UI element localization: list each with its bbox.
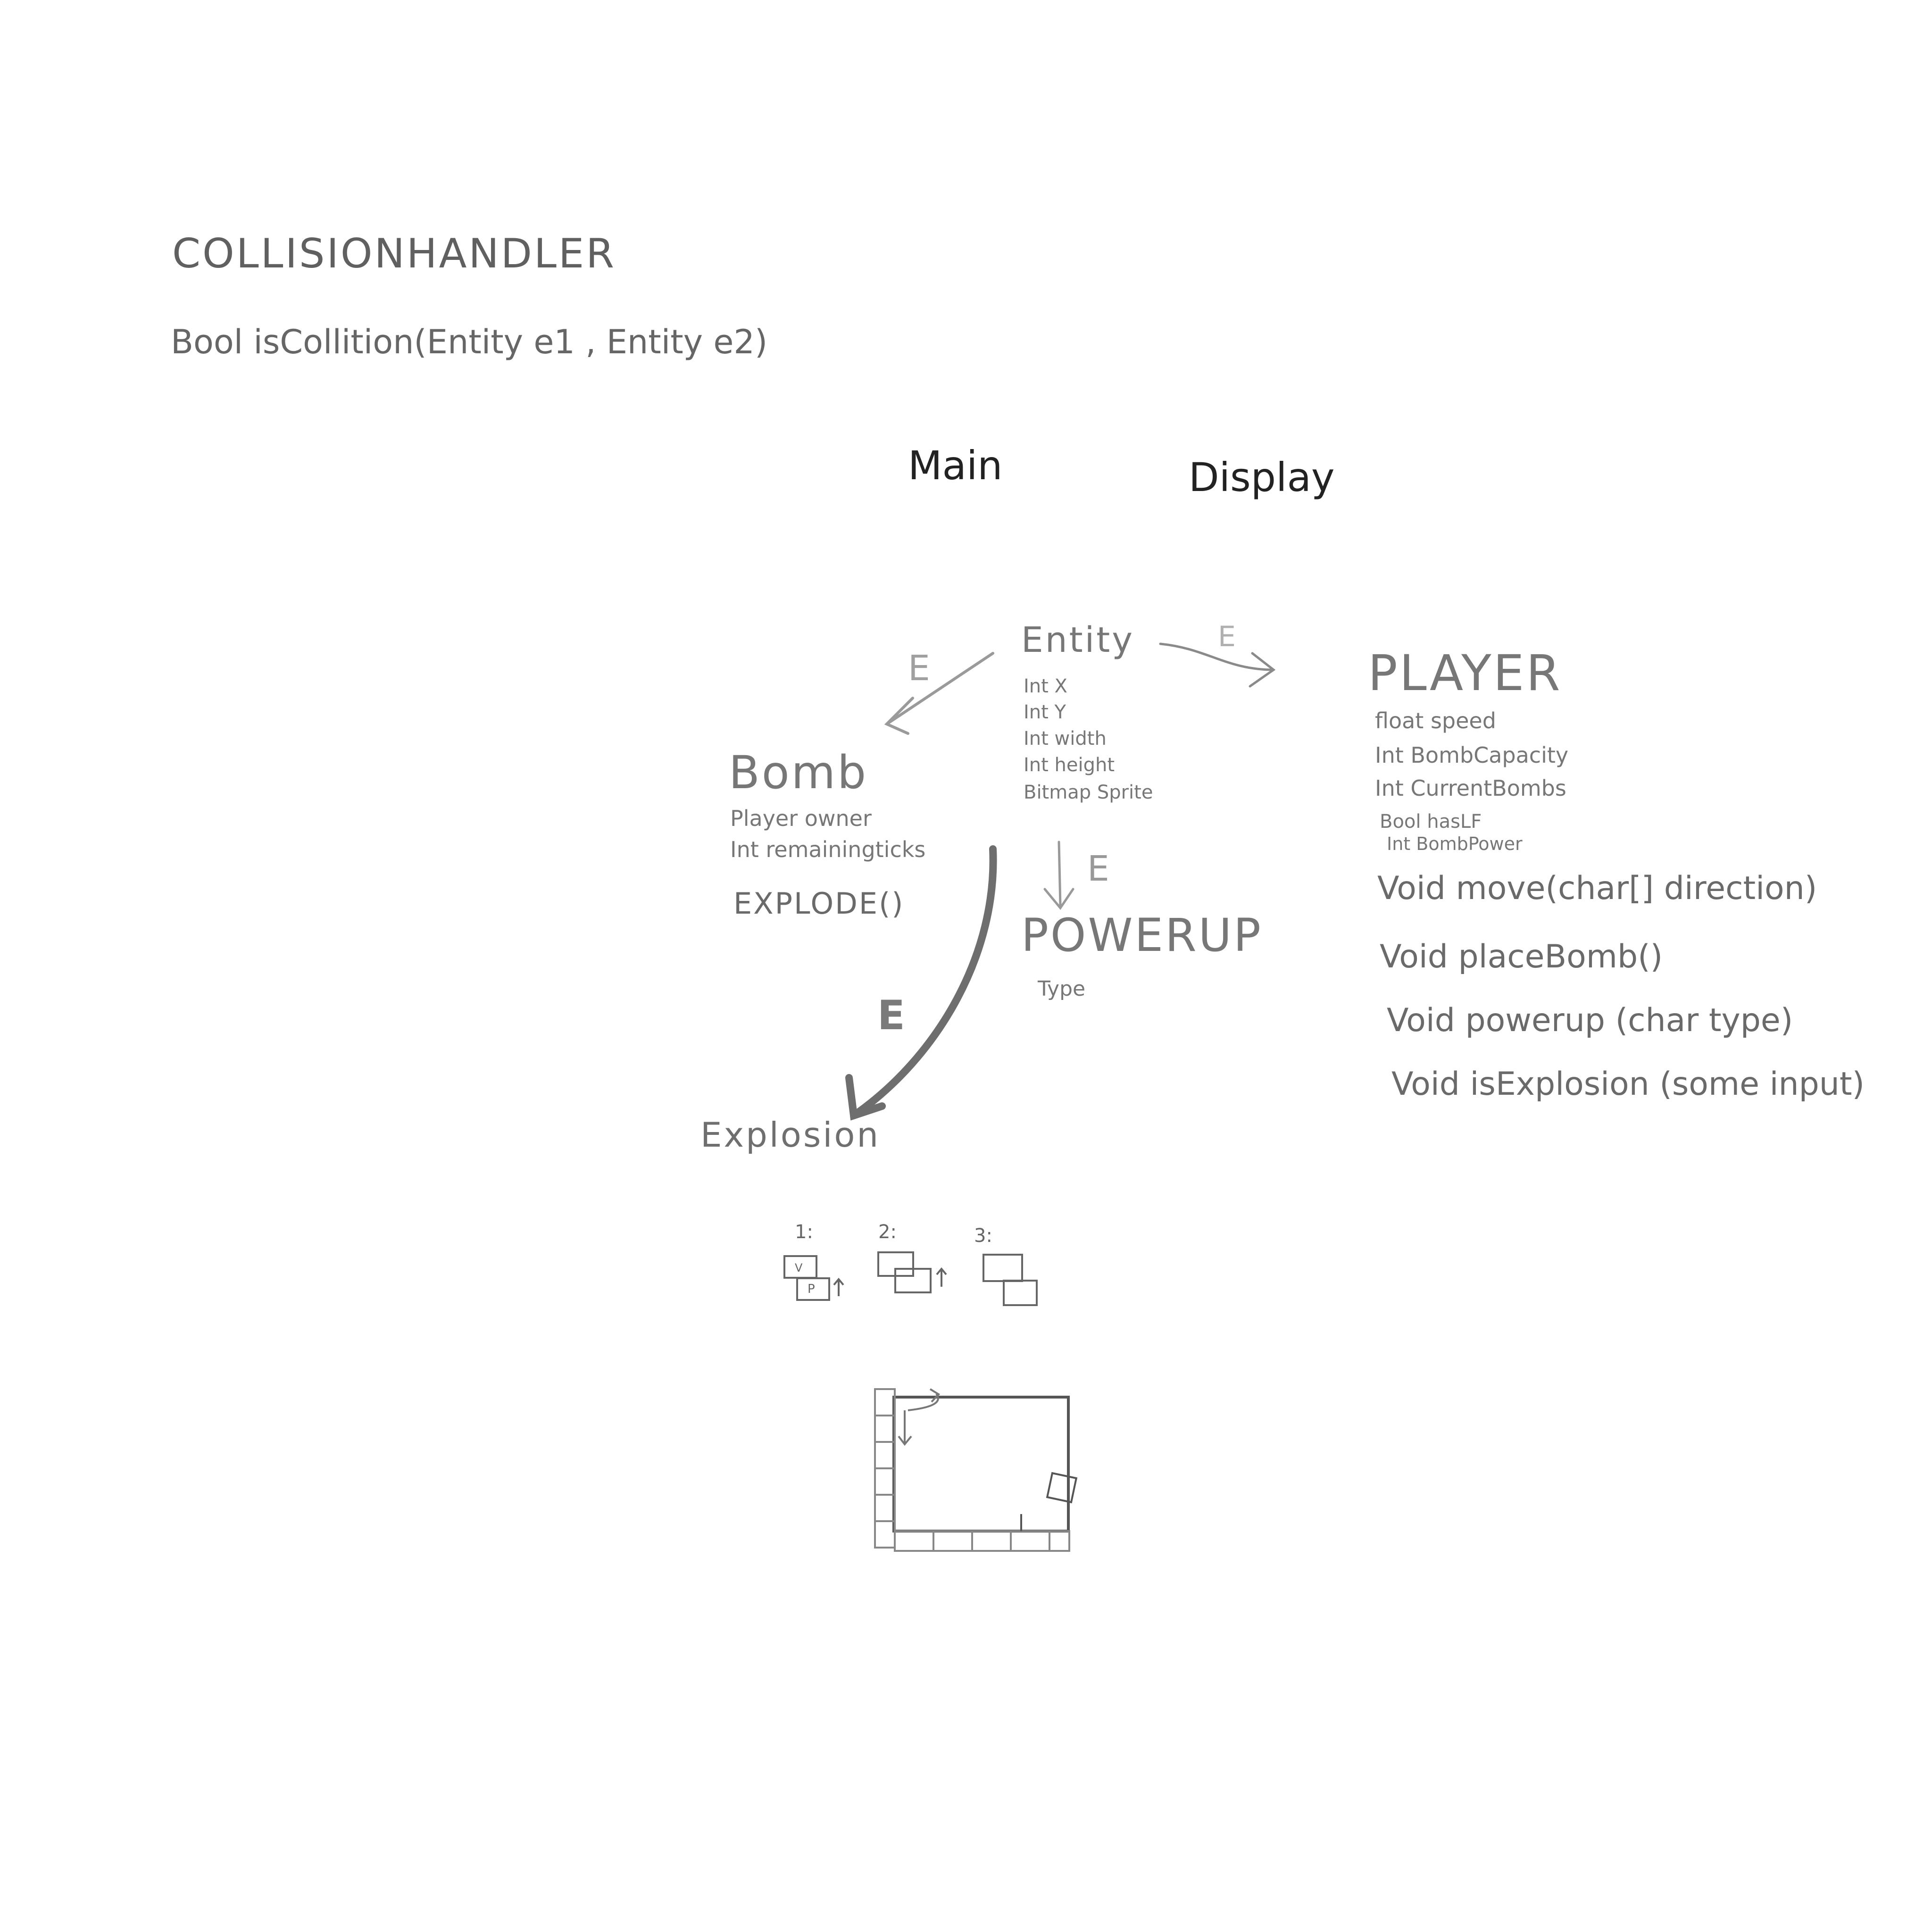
player-method: Void isExplosion (some input) [1391,1066,1865,1103]
arrow-entity-to-powerup [1043,841,1074,910]
player-field: Bool hasLF [1380,811,1482,833]
collision-signature: Bool isCollition(Entity e1 , Entity e2) [171,323,768,361]
powerup-title: POWERUP [1021,909,1263,962]
arrow-entity-to-player [1159,642,1276,688]
main-label: Main [908,442,1003,489]
collision-case1-box-top-letter: V [795,1261,803,1274]
explosion-title: Explosion [700,1115,881,1155]
collision-case-label: 2: [878,1221,897,1243]
collision-case-sketches [783,1251,1038,1306]
entity-title: Entity [1021,620,1135,660]
player-field: Int BombCapacity [1375,742,1569,768]
entity-field: Int height [1024,754,1115,776]
player-field: Int BombPower [1387,833,1523,854]
bomb-field: Player owner [730,806,872,831]
player-field: float speed [1375,708,1496,733]
bomb-field: Int remainingticks [730,837,926,862]
player-method: Void powerup (char type) [1387,1002,1793,1039]
edge-label-entity-powerup: E [1087,849,1109,889]
arrow-bomb-to-explosion [845,845,997,1121]
player-method: Void move(char[] direction) [1377,870,1817,907]
entity-field: Bitmap Sprite [1024,782,1153,803]
collision-case1-box-bottom-letter: P [808,1282,815,1296]
collision-case-label: 3: [974,1225,992,1247]
entity-field: Int X [1024,675,1067,697]
edge-label-entity-bomb: E [908,648,930,689]
edge-label-entity-player: E [1218,620,1236,653]
player-method: Void placeBomb() [1380,938,1663,975]
powerup-field: Type [1038,977,1086,1001]
display-label: Display [1189,454,1335,500]
player-field: Int CurrentBombs [1375,775,1566,801]
edge-label-bomb-explosion: E [877,992,905,1039]
bomb-title: Bomb [729,746,868,799]
bomb-method: EXPLODE() [733,886,905,921]
map-sketch [874,1388,1078,1552]
entity-field: Int width [1024,728,1107,749]
player-title: PLAYER [1368,644,1562,702]
entity-field: Int Y [1024,701,1066,723]
arrow-entity-to-bomb [884,652,994,735]
collision-handler-title: COLLISIONHANDLER [172,230,616,277]
collision-case-label: 1: [795,1221,813,1243]
